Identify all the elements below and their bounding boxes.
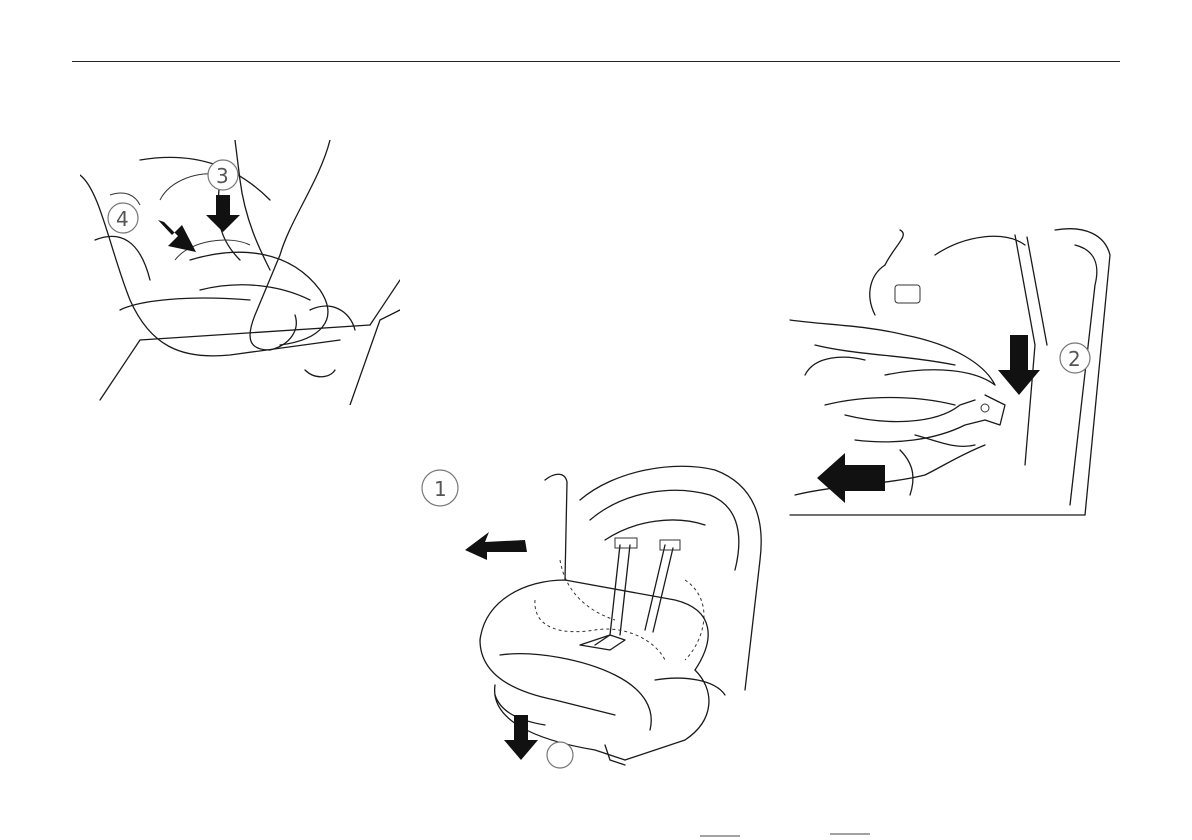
illustration-a-drawing: 4 3: [80, 140, 400, 405]
step-2-label: 2: [1068, 347, 1081, 371]
step-4-label: 4: [116, 207, 129, 231]
arrow-left-icon: [465, 532, 527, 560]
arrow-down-icon: [504, 715, 538, 760]
seat-belt-release-illustration: 2: [785, 225, 1125, 535]
header-rule: [72, 61, 1120, 62]
arrow-down-right-icon: [158, 220, 196, 252]
car-seat-installation-illustration: 4 3: [80, 140, 400, 405]
illustration-c-drawing: 2: [785, 225, 1125, 535]
car-seat-harness-illustration: 1: [415, 460, 775, 770]
arrow-down-icon: [206, 195, 240, 232]
illustration-b-drawing: 1: [415, 460, 775, 770]
step-1-label: 1: [434, 477, 447, 501]
arrow-left-icon: [817, 453, 885, 503]
page-edge-marks: [0, 828, 1192, 840]
step-3-label: 3: [216, 164, 229, 188]
lever-circle: [547, 742, 573, 768]
